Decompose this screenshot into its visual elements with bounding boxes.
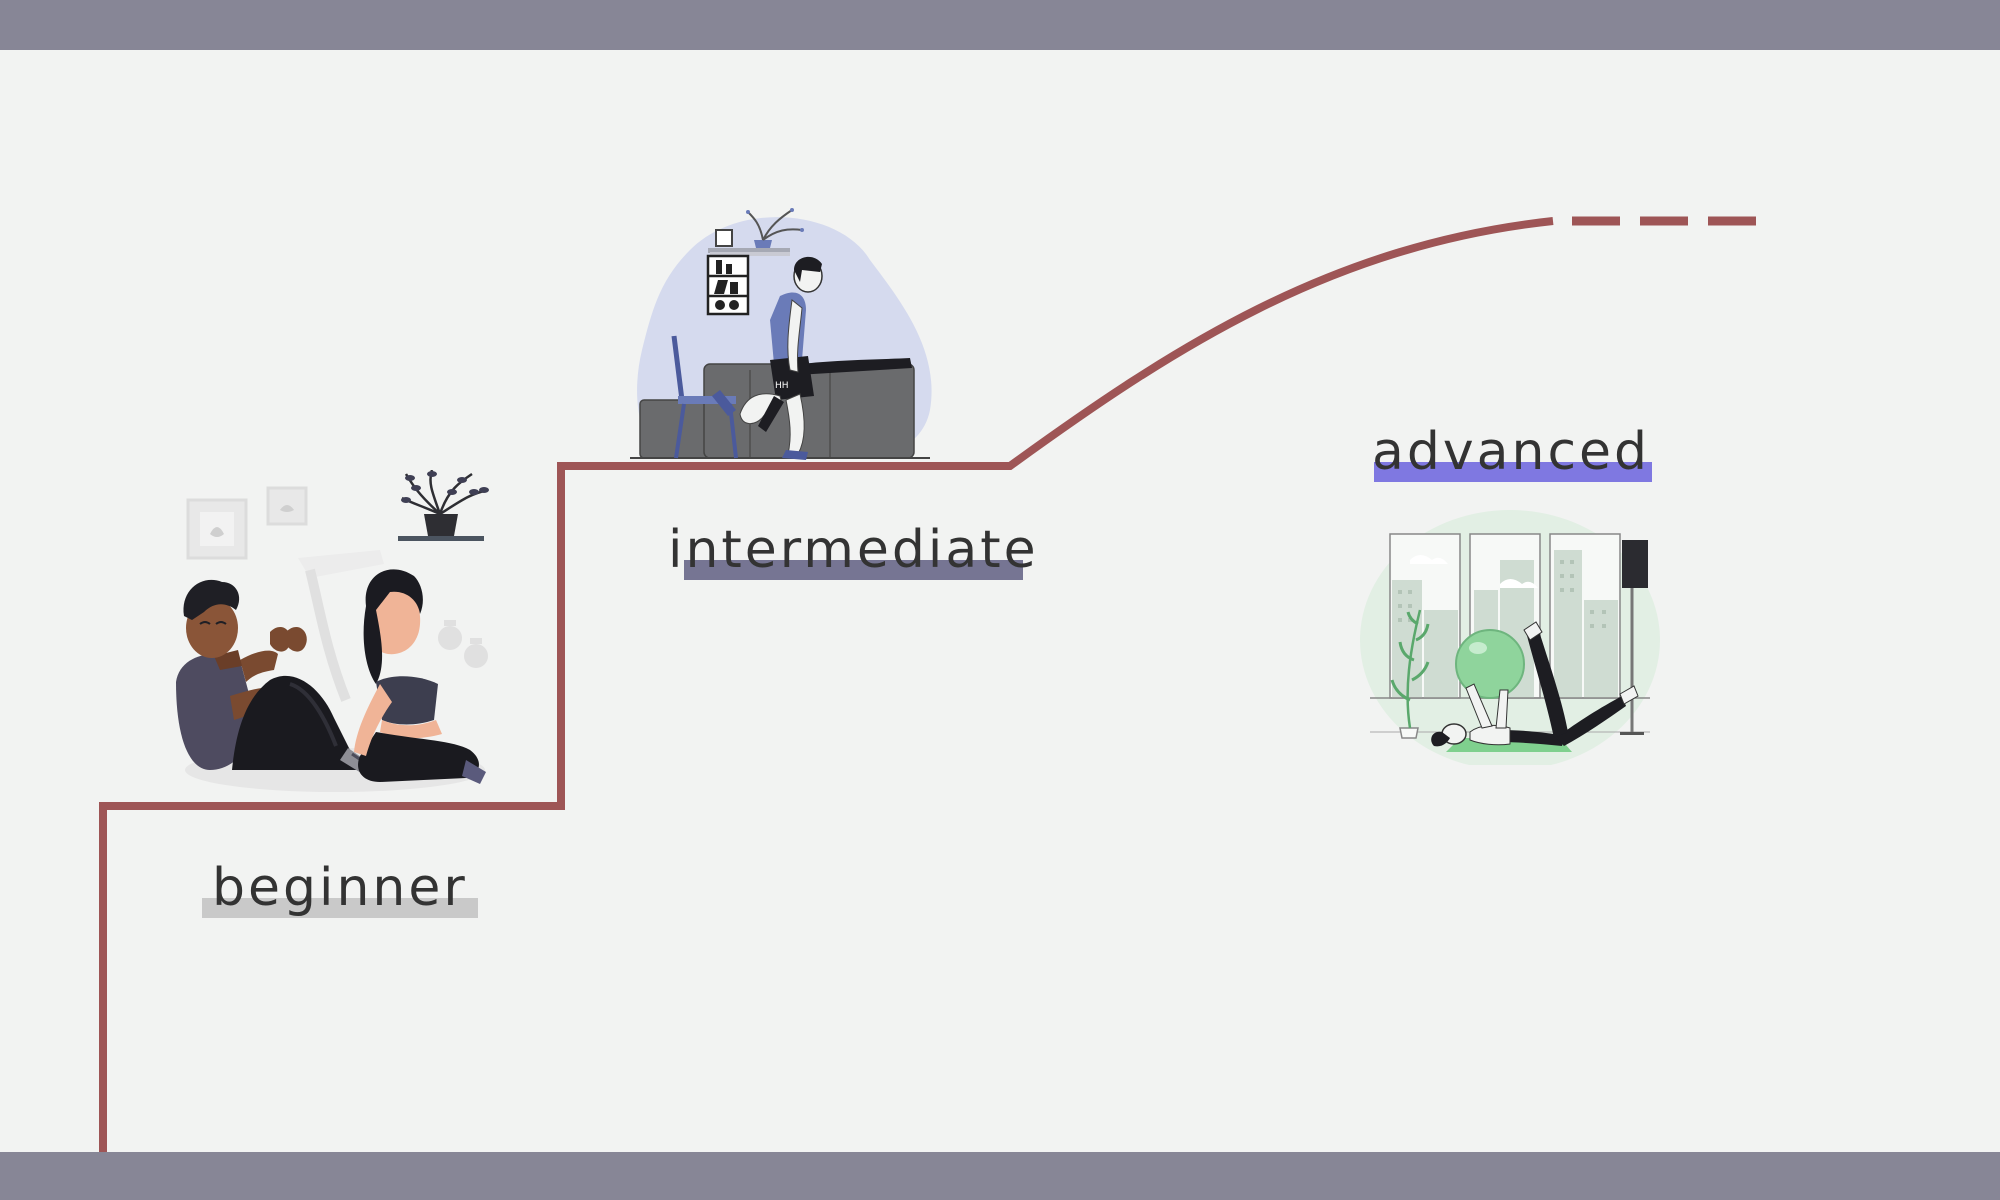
advanced-text: advanced: [1372, 422, 1651, 482]
svg-text:HH: HH: [775, 381, 789, 391]
intermediate-highlight: [684, 560, 1023, 580]
beginner-text: beginner: [212, 858, 468, 918]
advanced-highlight: [1374, 462, 1653, 482]
intermediate-workout-illustration: HH: [630, 208, 932, 460]
level-label-beginner: beginner: [202, 862, 478, 918]
beginner-workout-illustration: [176, 470, 489, 792]
beginner-highlight: [202, 898, 478, 918]
advanced-workout-illustration: [1360, 510, 1660, 765]
progression-path: [99, 217, 1554, 1152]
level-label-intermediate: intermediate: [668, 524, 1039, 580]
bottom-bar: [0, 1152, 2000, 1200]
intermediate-text: intermediate: [668, 520, 1039, 580]
level-label-advanced: advanced: [1372, 426, 1653, 482]
top-bar: [0, 0, 2000, 50]
